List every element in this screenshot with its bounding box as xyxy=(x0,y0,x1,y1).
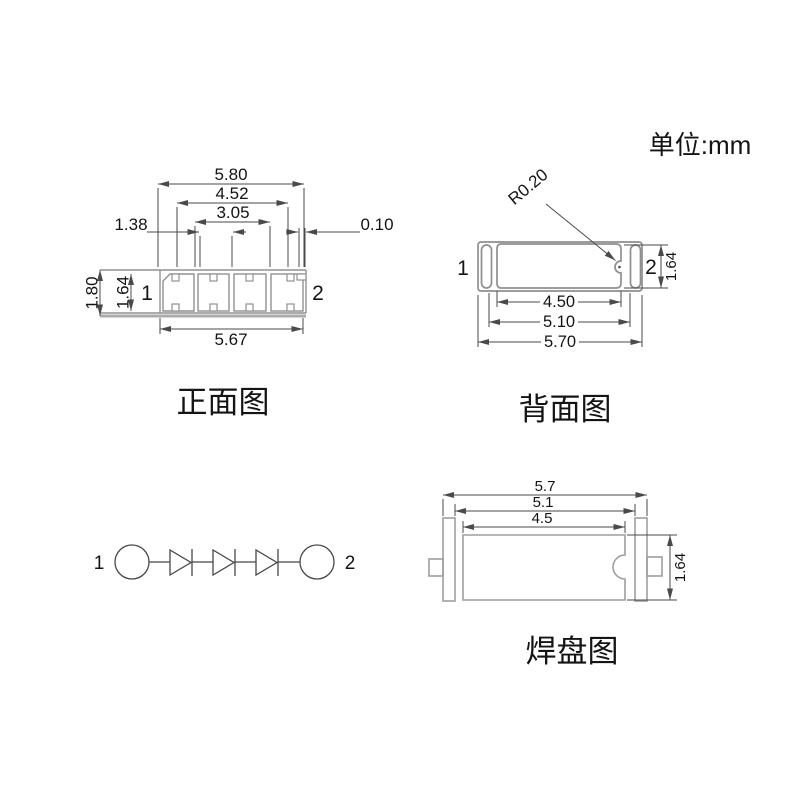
front-tab xyxy=(209,303,218,312)
back-left-cap xyxy=(480,244,493,289)
front-dim-wall-thickness xyxy=(286,228,360,267)
back-body-outline xyxy=(477,241,643,292)
front-corner-step xyxy=(296,273,307,281)
pad-left-tab xyxy=(428,558,444,577)
front-tab xyxy=(171,303,180,312)
front-tab xyxy=(171,273,180,282)
back-pin1-label: 1 xyxy=(457,257,469,280)
front-view: 1 2 5.80 4.52 3.05 1.38 xyxy=(83,165,394,420)
pad-dim-inner-width xyxy=(462,521,626,533)
front-cell-1 xyxy=(162,273,195,312)
text-backing xyxy=(541,334,579,349)
radius-leader-line xyxy=(545,203,616,261)
pad-view-title: 焊盘图 xyxy=(526,634,619,669)
back-view-title: 背面图 xyxy=(519,392,612,427)
back-inner-cavity xyxy=(496,243,622,289)
schematic-pin1-label: 1 xyxy=(94,553,105,574)
pad-dim-height xyxy=(627,534,677,601)
front-dim-wall-thickness-value: 0.10 xyxy=(360,215,393,234)
pad-dim-height-value: 1.64 xyxy=(672,553,689,582)
notch-center-dot xyxy=(618,265,621,269)
front-pin2-label: 2 xyxy=(312,282,324,305)
back-view-body xyxy=(477,241,643,292)
pad-view-body xyxy=(428,517,663,602)
front-tab xyxy=(245,303,254,312)
front-dim-inner-width-2-value: 3.05 xyxy=(216,203,249,222)
front-dim-outer-height-value: 1.80 xyxy=(83,276,102,309)
pad-view: 5.7 5.1 4.5 1.64 焊盘图 xyxy=(428,478,689,669)
back-dim-notch-radius xyxy=(545,203,616,261)
diode-anode-triangle xyxy=(212,548,236,577)
front-tab xyxy=(286,273,295,282)
front-dim-top-width-value: 5.80 xyxy=(214,165,247,184)
back-dim-inner-width-value: 4.50 xyxy=(543,293,575,311)
back-dim-outer-width xyxy=(477,295,643,349)
back-dim-mid-width-value: 5.10 xyxy=(543,313,575,331)
text-backing xyxy=(540,294,578,309)
front-dim-inner-width-1-value: 4.52 xyxy=(215,184,248,203)
pad-dim-outer-width xyxy=(442,492,648,516)
back-dim-mid-width xyxy=(488,293,631,329)
schematic: 1 2 xyxy=(94,544,356,580)
back-dim-inner-width xyxy=(496,291,622,309)
front-pin1-label: 1 xyxy=(141,282,153,305)
front-tab xyxy=(209,273,218,282)
diode-anode-triangle xyxy=(255,548,279,577)
back-dim-outer-width-value: 5.70 xyxy=(544,333,576,351)
front-dim-inner-width-1 xyxy=(176,200,289,267)
front-tab xyxy=(286,303,295,312)
pad-dim-mid-width-value: 5.1 xyxy=(533,494,554,511)
pad-right-tab xyxy=(646,556,663,577)
front-view-body xyxy=(100,269,307,318)
front-dim-left-offset-value: 1.38 xyxy=(114,215,147,234)
diode-anode-triangle xyxy=(169,548,193,577)
back-pin2-label: 2 xyxy=(645,256,657,279)
back-dim-height xyxy=(624,244,668,289)
front-dim-top-width xyxy=(157,181,305,267)
front-dim-bottom-width xyxy=(159,318,304,334)
text-backing xyxy=(540,314,578,329)
front-dim-bottom-width-value: 5.67 xyxy=(214,330,247,349)
units-label: 单位:mm xyxy=(649,130,752,160)
back-dim-height-value: 1.64 xyxy=(663,252,680,281)
pad-dim-outer-width-value: 5.7 xyxy=(535,478,556,495)
pad-dim-inner-width-value: 4.5 xyxy=(532,510,553,527)
schematic-pin2-label: 2 xyxy=(345,553,356,574)
terminal-2-circle xyxy=(299,544,335,580)
front-dim-left-offset xyxy=(147,229,246,267)
pad-main-area xyxy=(462,534,626,601)
pad-dim-mid-width xyxy=(454,504,636,516)
front-tab xyxy=(245,273,254,282)
front-view-title: 正面图 xyxy=(177,385,270,420)
front-dim-inner-height-value: 1.64 xyxy=(114,276,133,309)
